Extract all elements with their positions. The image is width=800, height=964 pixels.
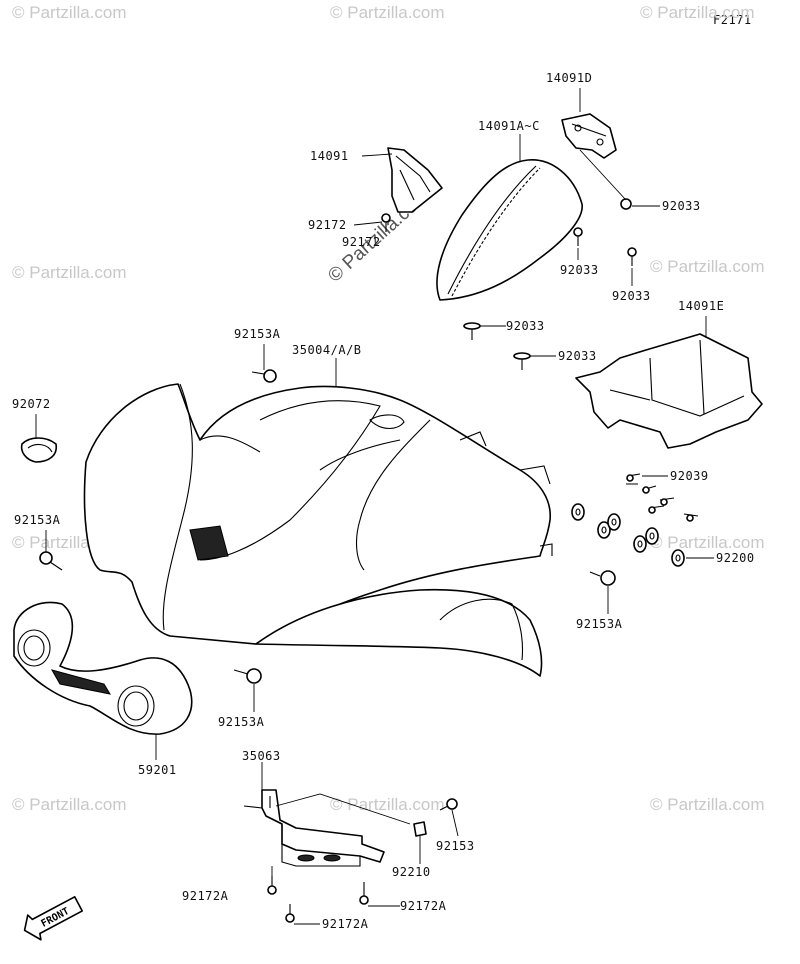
screw-92172: [381, 213, 391, 232]
callout-labels: 14091D 14091A~C 14091 92033 92172 92172 …: [12, 71, 755, 931]
screw-92033: [463, 322, 481, 340]
watermark: © Partzilla.com: [650, 795, 765, 814]
callout-92172A: 92172A: [400, 899, 447, 913]
callout-92033: 92033: [506, 319, 545, 333]
callout-92210: 92210: [392, 865, 431, 879]
callout-92072: 92072: [12, 397, 51, 411]
callout-14091A-C: 14091A~C: [478, 119, 540, 133]
callout-92033: 92033: [662, 199, 701, 213]
callout-14091D: 14091D: [546, 71, 592, 85]
part-59201-headlight-cover: [13, 601, 193, 735]
part-14091D: [561, 113, 617, 159]
screw-92033: [513, 352, 531, 370]
callout-92172: 92172: [342, 235, 381, 249]
bolt-92153: [439, 798, 458, 811]
bolt-92172A: [359, 882, 369, 905]
callout-35004: 35004/A/B: [292, 343, 362, 357]
front-arrow: FRONT: [23, 896, 84, 941]
callout-92153A: 92153A: [218, 715, 265, 729]
leader-lines: [35, 88, 714, 925]
callout-92153A: 92153A: [14, 513, 61, 527]
screw-92033: [573, 227, 583, 246]
part-14091A-C: [436, 159, 583, 301]
screw-92033: [620, 198, 632, 210]
bolt-92153A: [251, 369, 277, 383]
part-92072-clip: [20, 437, 58, 463]
part-35063-bracket: [243, 789, 385, 867]
callout-92172A: 92172A: [322, 917, 369, 931]
callout-92153A: 92153A: [234, 327, 281, 341]
watermark: © Partzilla.com: [640, 3, 755, 22]
figure-code: F2171: [713, 13, 752, 27]
watermark: © Partzilla.com: [330, 3, 445, 22]
callout-92033: 92033: [560, 263, 599, 277]
watermark: © Partzilla.com: [12, 795, 127, 814]
callout-92033: 92033: [612, 289, 651, 303]
nut-92210: [413, 821, 427, 837]
callout-14091: 14091: [310, 149, 349, 163]
screws-92039: [626, 473, 699, 522]
screw-92033: [627, 247, 637, 266]
washers-92200: [571, 503, 685, 567]
callout-92172A: 92172A: [182, 889, 229, 903]
bolt-92153A: [233, 668, 262, 684]
callout-92153: 92153: [436, 839, 475, 853]
watermark: © Partzilla.com: [12, 3, 127, 22]
bolt-92153A: [589, 570, 616, 586]
part-35004-front-fender: [83, 383, 553, 677]
part-14091: [387, 147, 443, 213]
watermark: © Partzilla.com: [650, 533, 765, 552]
callout-59201: 59201: [138, 763, 177, 777]
watermark: © Partzilla.com: [330, 795, 445, 814]
watermark: © Partzilla.com: [12, 263, 127, 282]
part-14091E: [575, 333, 763, 449]
callout-92200: 92200: [716, 551, 755, 565]
bolt-92172A: [285, 904, 295, 923]
callout-92039: 92039: [670, 469, 709, 483]
callout-35063: 35063: [242, 749, 281, 763]
callout-92033: 92033: [558, 349, 597, 363]
callout-14091E: 14091E: [678, 299, 724, 313]
watermark: © Partzilla.com: [650, 257, 765, 276]
callout-92153A: 92153A: [576, 617, 623, 631]
bolt-92153A: [39, 551, 63, 571]
callout-92172: 92172: [308, 218, 347, 232]
